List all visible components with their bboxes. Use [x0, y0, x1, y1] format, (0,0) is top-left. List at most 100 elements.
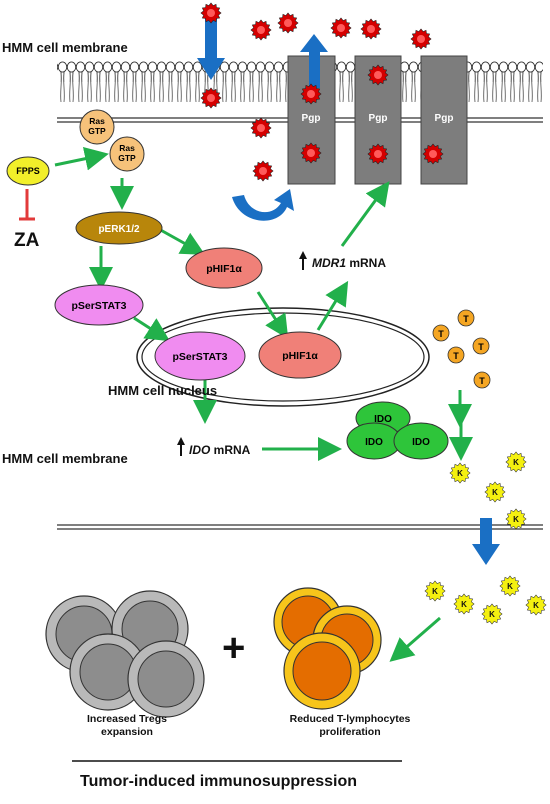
svg-text:GTP: GTP [118, 153, 136, 163]
mdr1-gene-name: MDR1 [312, 256, 347, 270]
tlymphocytes-caption: Reduced T-lymphocytes proliferation [289, 713, 411, 738]
ido-enzyme-3 [393, 422, 449, 460]
kynurenine-molecule: K [481, 603, 503, 625]
kynurenine-molecule: K [453, 593, 475, 615]
kynurenine-molecule: K [505, 508, 527, 530]
node-pserstat-cytoplasm: pSerSTAT3 [54, 284, 144, 326]
node-ras-gtp-1: Ras GTP [79, 109, 115, 145]
drug-molecule [300, 83, 322, 105]
arrow-mdr1-to-pgp [340, 181, 390, 247]
svg-text:T: T [438, 329, 444, 339]
conclusion-title: Tumor-induced immunosuppression [80, 773, 358, 790]
svg-text:pSerSTAT3: pSerSTAT3 [71, 300, 126, 312]
kynurenine-molecule: K [484, 481, 506, 503]
nucleus-label: HMM cell nucleus [108, 383, 218, 398]
ido-up-arrow [177, 437, 185, 456]
kynurenine-molecules: K K K K K K K K K [424, 451, 547, 625]
arrow-phif-into-nucleus [256, 291, 289, 340]
svg-text:K: K [513, 458, 519, 467]
plus-sign: + [222, 626, 246, 670]
pgp-label-1: Pgp [302, 113, 321, 124]
drug-molecule [367, 64, 389, 86]
t-lymphocyte [283, 632, 361, 710]
pgp-pump-3: Pgp [420, 55, 468, 185]
drug-molecule [277, 12, 299, 34]
za-inhibitor-bar [19, 189, 35, 221]
kynurenine-molecule: K [449, 462, 471, 484]
svg-text:pHIF1α: pHIF1α [282, 350, 318, 362]
drug-molecule [250, 117, 272, 139]
ido-gene-name: IDO [189, 443, 211, 457]
svg-text:pSerSTAT3: pSerSTAT3 [172, 351, 227, 363]
drug-efflux-arrow [300, 34, 328, 88]
svg-text:K: K [533, 601, 539, 610]
arrow-pserstat-into-nucleus [133, 316, 171, 342]
treg-cell [69, 633, 147, 711]
svg-text:K: K [461, 600, 467, 609]
arrow-perk-to-phif [156, 226, 206, 255]
svg-text:IDO: IDO [365, 437, 383, 448]
tryptophan-molecules: T T T T T [432, 309, 491, 389]
upregulation-arrows [177, 251, 307, 456]
node-phif-nucleus: pHIF1α [258, 331, 342, 379]
svg-text:FPPS: FPPS [16, 166, 40, 176]
drug-molecule [250, 19, 272, 41]
drug-molecule [367, 143, 389, 165]
kynurenine-molecule: K [505, 451, 527, 473]
t-lymphocytes [273, 587, 382, 710]
svg-text:K: K [513, 515, 519, 524]
svg-text:T: T [463, 314, 469, 324]
tryptophan-molecule: T [472, 337, 490, 355]
tryptophan-molecule: T [447, 346, 465, 364]
drug-molecules [200, 2, 444, 182]
drug-molecule [422, 143, 444, 165]
svg-text:Ras: Ras [119, 143, 135, 153]
za-label: ZA [14, 230, 40, 251]
drug-influx-arrow [197, 14, 225, 80]
arrow-fpps-to-ras [54, 146, 109, 171]
svg-text:IDO: IDO [412, 437, 430, 448]
mdr1-mrna-suffix: mRNA [346, 256, 387, 270]
tryptophan-molecule: T [457, 309, 475, 327]
pgp-label-2: Pgp [369, 113, 388, 124]
drug-molecule [330, 17, 352, 39]
drug-molecule [360, 18, 382, 40]
svg-text:K: K [432, 587, 438, 596]
treg-cells [45, 590, 205, 718]
signal-arrows [54, 146, 473, 662]
svg-text:T: T [453, 351, 459, 361]
kynurenine-export-arrow [472, 518, 500, 565]
svg-text:T: T [479, 376, 485, 386]
tryptophan-molecule: T [432, 324, 450, 342]
ido-mrna-suffix: mRNA [210, 443, 251, 457]
drug-molecule [300, 142, 322, 164]
svg-text:T: T [478, 342, 484, 352]
tregs-caption: Increased Tregs expansion [87, 713, 167, 738]
svg-text:IDO: IDO [374, 414, 392, 425]
mdr1-mrna-label: MDR1 mRNA [312, 256, 386, 270]
node-pserstat-nucleus: pSerSTAT3 [154, 331, 246, 381]
svg-text:pERK1/2: pERK1/2 [98, 224, 140, 235]
kynurenine-molecule: K [499, 575, 521, 597]
bottom-membrane [57, 474, 543, 578]
kynurenine-molecule: K [525, 594, 547, 616]
arrow-phif-to-mdr1 [316, 280, 349, 331]
drug-molecule [410, 28, 432, 50]
tryptophan-molecule: T [473, 371, 491, 389]
svg-text:K: K [507, 582, 513, 591]
svg-text:K: K [457, 469, 463, 478]
arrow-kynurenine-to-tcells [389, 616, 441, 662]
drug-molecule [200, 87, 222, 109]
mdr1-up-arrow [299, 251, 307, 270]
node-ras-gtp-2: Ras GTP [109, 136, 145, 172]
pgp-recycle-arrow [232, 189, 294, 221]
svg-text:GTP: GTP [88, 126, 106, 136]
ido-mrna-label: IDO mRNA [189, 443, 250, 457]
svg-text:Ras: Ras [89, 116, 105, 126]
top-membrane-label: HMM cell membrane [2, 40, 128, 55]
node-fpps: FPPS [6, 156, 50, 186]
svg-text:K: K [492, 488, 498, 497]
kynurenine-molecule: K [424, 580, 446, 602]
